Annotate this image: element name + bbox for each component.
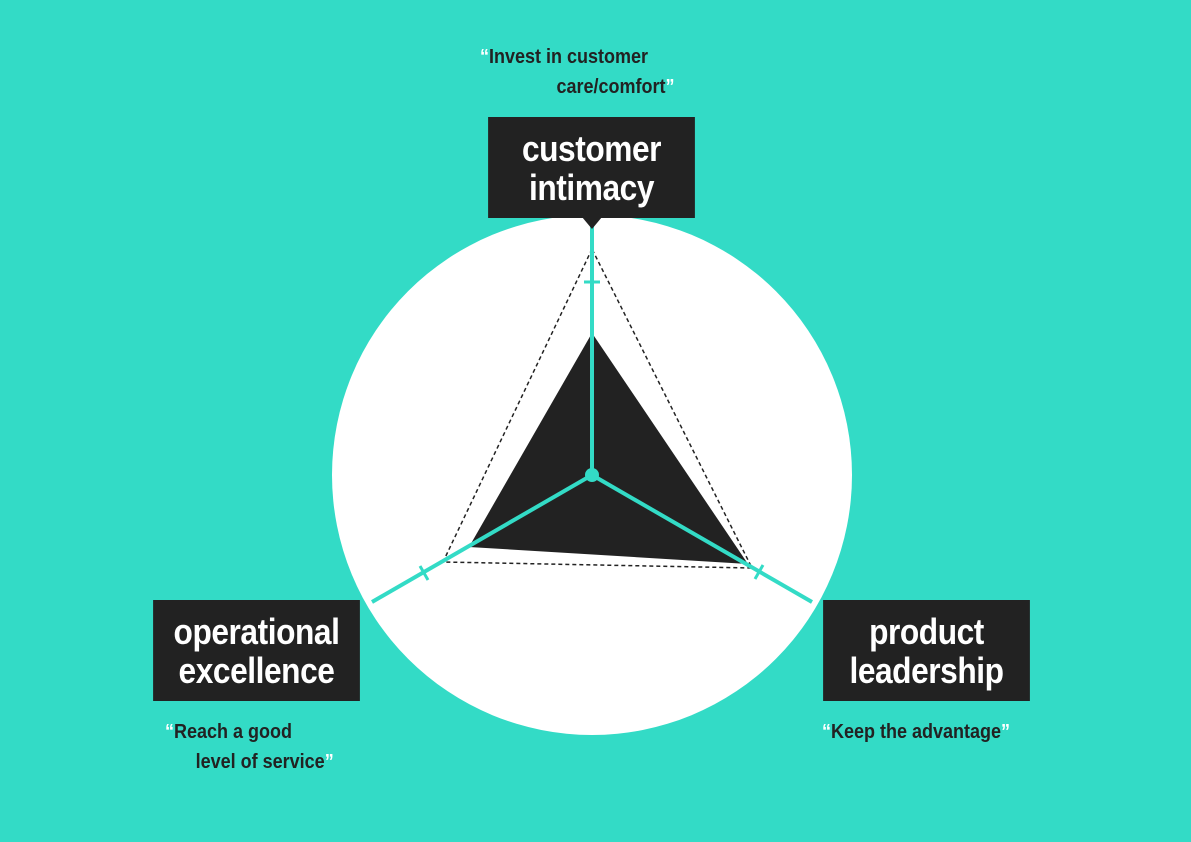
quote-close-mark: ”: [665, 76, 675, 98]
quote-operational-excellence-line1: Reach a good: [174, 721, 293, 743]
quote-customer-intimacy-line1: Invest in customer: [489, 46, 649, 68]
quote-open-mark: “: [480, 46, 489, 68]
label-operational-excellence-line2: excellence: [178, 649, 335, 691]
axis-operational-excellence: [371, 473, 593, 604]
quote-product-leadership: “Keep the advantage”: [822, 717, 1010, 747]
quote-operational-excellence-line2: level of service: [195, 751, 325, 773]
label-operational-excellence-line1: operational: [173, 610, 340, 652]
axis-product-leadership: [591, 473, 813, 604]
quote-close-mark: ”: [324, 751, 334, 773]
tick-operational-excellence: [418, 565, 430, 581]
box-pointer: [582, 217, 602, 229]
label-customer-intimacy-line2: intimacy: [528, 166, 655, 208]
label-product-leadership-line1: product: [869, 610, 984, 652]
reference-triangle-dashed: [441, 247, 754, 569]
quote-product-leadership-line1: Keep the advantage: [831, 721, 1002, 743]
quote-close-mark: ”: [1001, 721, 1011, 743]
label-customer-intimacy: customer intimacy: [488, 117, 695, 218]
quote-open-mark: “: [165, 721, 174, 743]
label-operational-excellence: operational excellence: [153, 600, 360, 701]
center-dot: [585, 468, 599, 482]
label-product-leadership: product leadership: [823, 600, 1030, 701]
quote-customer-intimacy-line2: care/comfort: [556, 76, 666, 98]
label-customer-intimacy-line1: customer: [521, 127, 662, 169]
tick-product-leadership: [753, 564, 765, 580]
quote-operational-excellence: “Reach a good level of service”: [165, 717, 334, 777]
label-product-leadership-line2: leadership: [849, 649, 1004, 691]
quote-customer-intimacy: “Invest in customer care/comfort”: [480, 42, 675, 102]
quote-open-mark: “: [822, 721, 831, 743]
